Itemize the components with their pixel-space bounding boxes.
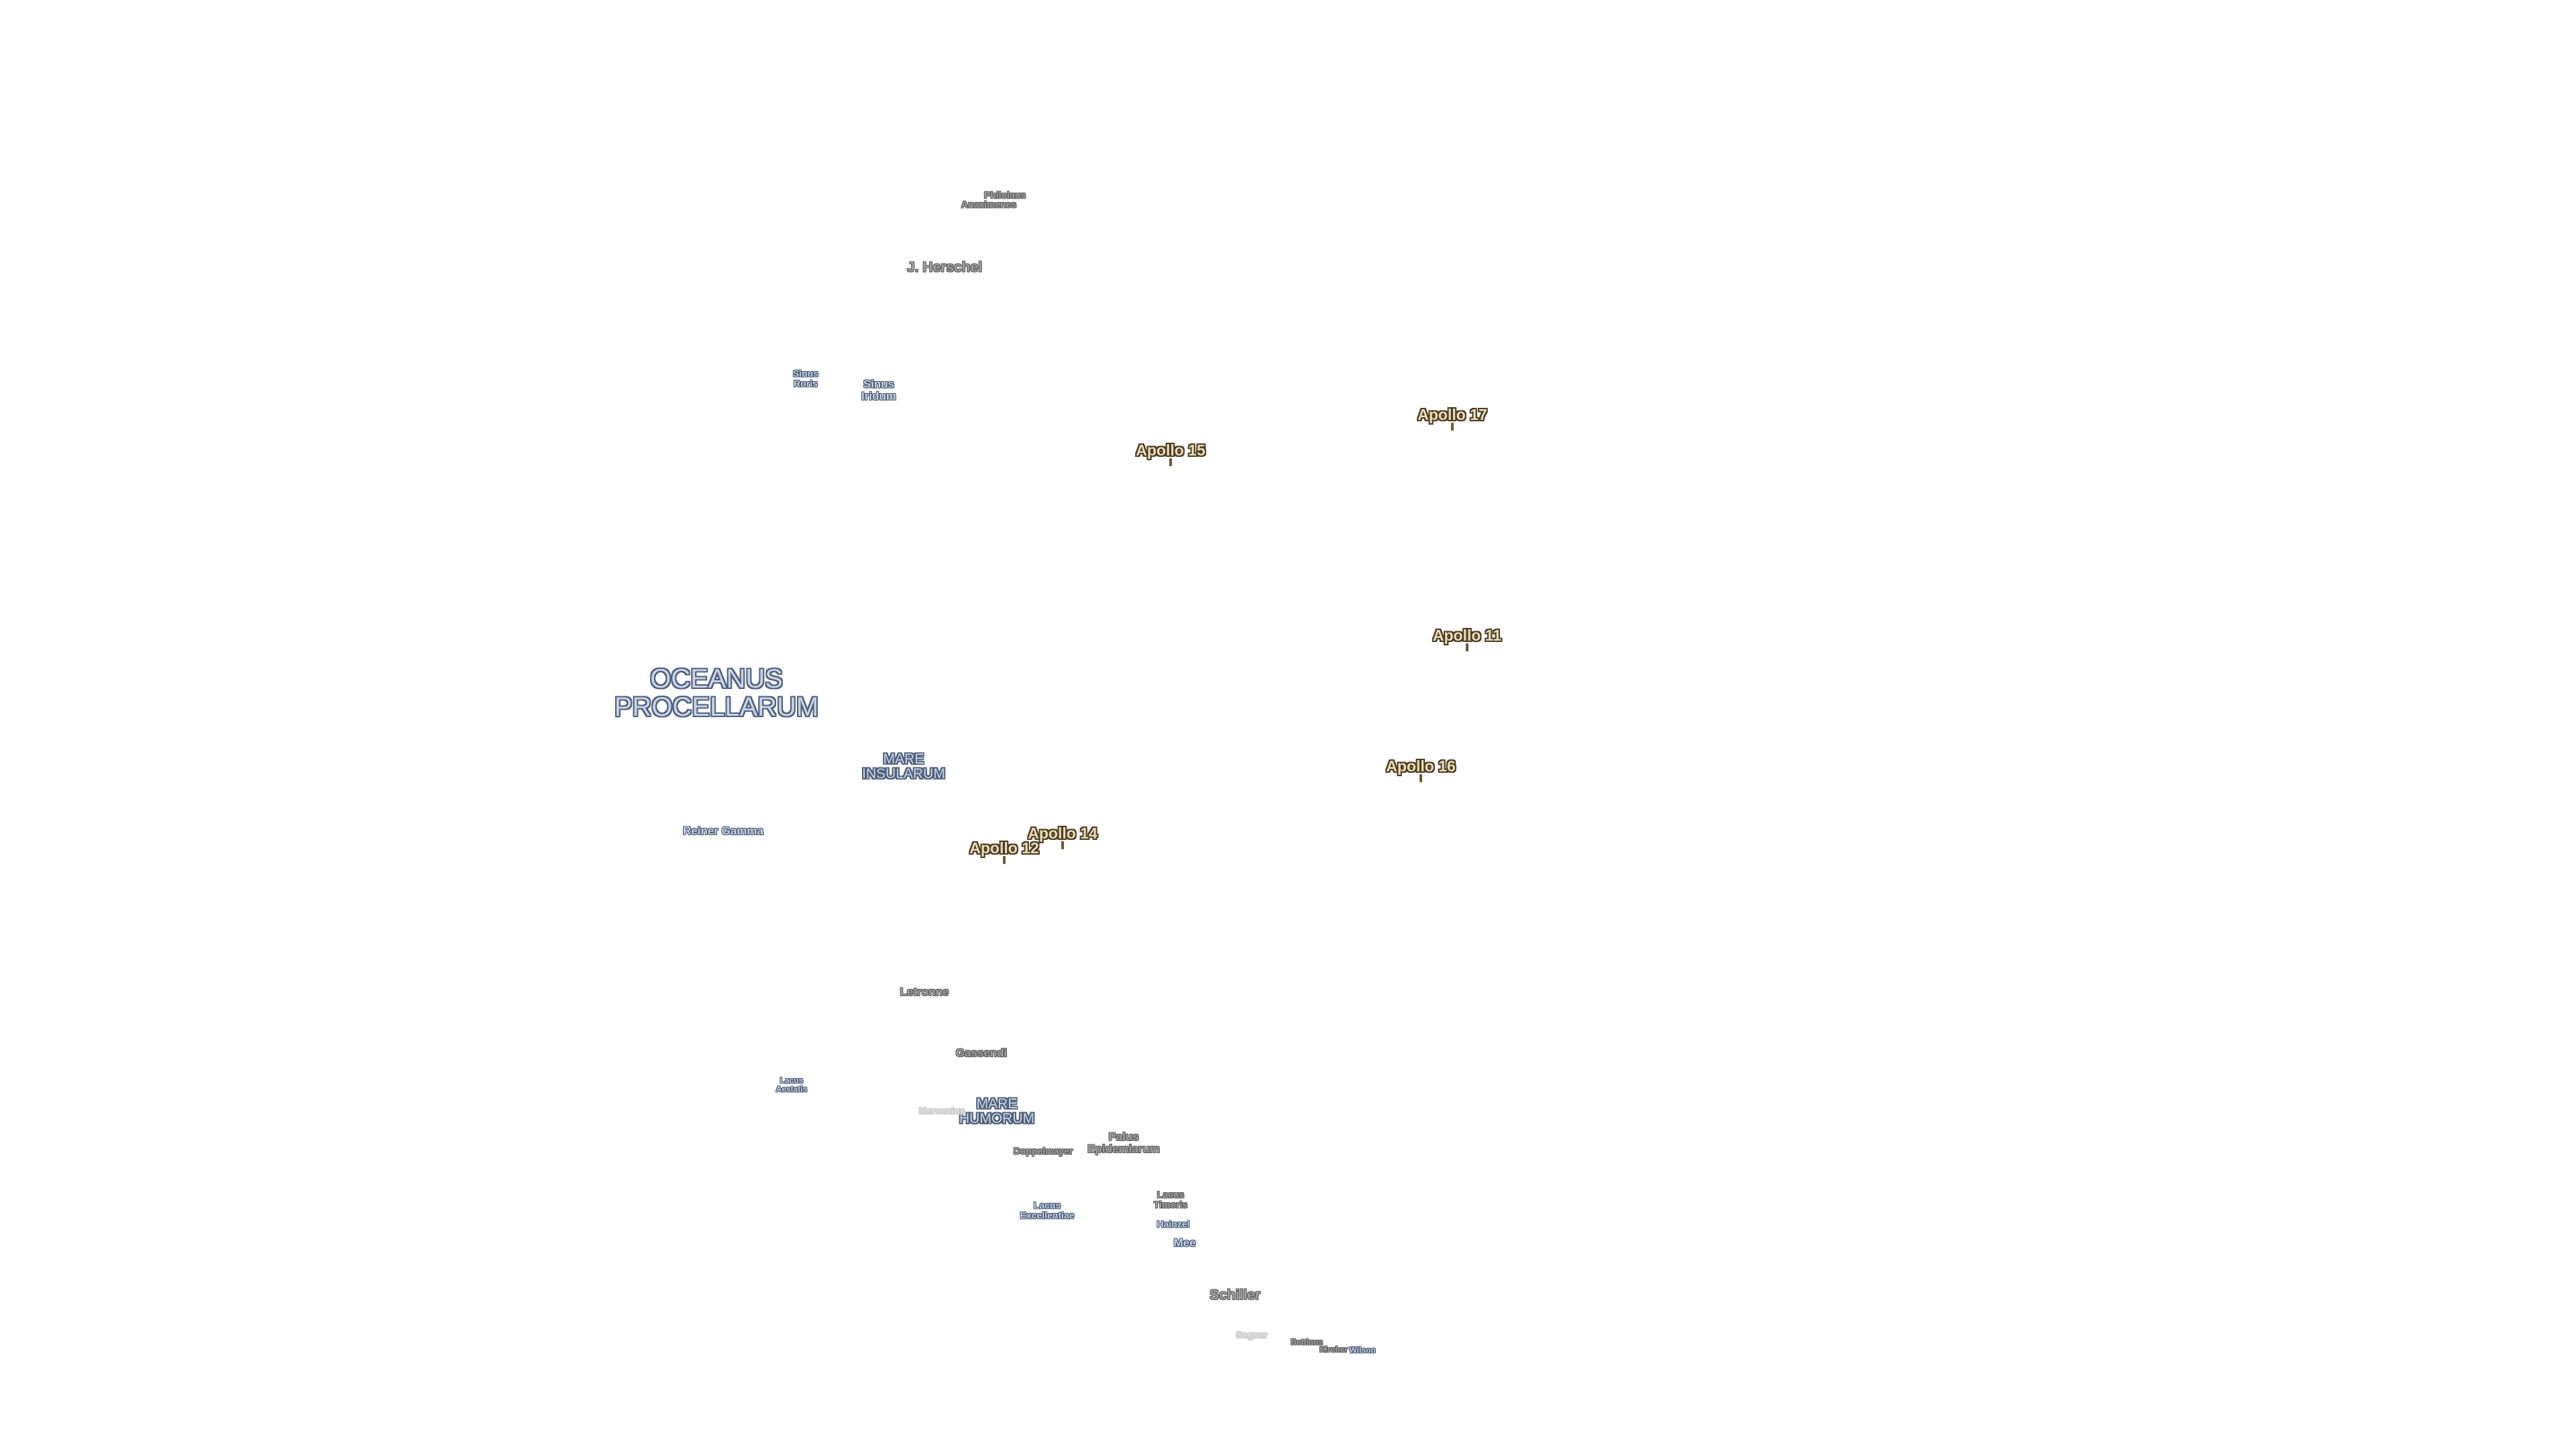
philolaus-label[interactable]: Philolaus <box>983 189 1026 201</box>
lacus-timoris-label[interactable]: Lacus Timoris <box>1153 1189 1188 1210</box>
letronne-label[interactable]: Letronne <box>900 985 949 999</box>
wilson-label[interactable]: Wilson <box>1349 1345 1376 1355</box>
apollo-11-label[interactable]: Apollo 11 <box>1432 626 1502 644</box>
schiller-label[interactable]: Schiller <box>1210 1287 1260 1303</box>
mersenius-label[interactable]: Mersenius <box>918 1105 965 1116</box>
mare-humorum-label[interactable]: MARE HUMORUM <box>959 1095 1034 1126</box>
apollo-14-marker[interactable] <box>1061 841 1064 849</box>
hainzel-label[interactable]: Hainzel <box>1157 1218 1190 1230</box>
anaximenes-label[interactable]: Anaximenes <box>961 199 1017 210</box>
mare-insularum-label[interactable]: MARE INSULARUM <box>862 751 945 782</box>
apollo-12-marker[interactable] <box>1003 856 1006 864</box>
apollo-15-label[interactable]: Apollo 15 <box>1136 441 1205 459</box>
apollo-15-marker[interactable] <box>1169 458 1172 466</box>
oceanus-procellarum-label[interactable]: OCEANUS PROCELLARUM <box>614 664 819 722</box>
doppelmayer-label[interactable]: Doppelmayer <box>1013 1145 1073 1157</box>
apollo-17-marker[interactable] <box>1451 423 1454 431</box>
apollo-11-marker[interactable] <box>1466 643 1468 651</box>
apollo-16-label[interactable]: Apollo 16 <box>1386 757 1456 775</box>
palus-epidemiarum-label[interactable]: Palus Epidemiarum <box>1087 1130 1160 1155</box>
sinus-roris-label[interactable]: Sinus Roris <box>792 368 819 388</box>
lacus-excellentiae-label[interactable]: Lacus Excellentiae <box>1020 1199 1075 1220</box>
kircher-label[interactable]: Kircher <box>1319 1344 1348 1354</box>
j-herschel-label[interactable]: J. Herschel <box>906 259 983 275</box>
reiner-gamma-label[interactable]: Reiner Gamma <box>683 824 763 838</box>
apollo-17-label[interactable]: Apollo 17 <box>1417 405 1487 423</box>
apollo-14-label[interactable]: Apollo 14 <box>1028 824 1097 842</box>
apollo-16-marker[interactable] <box>1419 774 1422 782</box>
bettinus-label[interactable]: Bettinus <box>1291 1337 1323 1347</box>
lacus-aestatis-label[interactable]: Lacus Aestatis <box>775 1075 808 1093</box>
mee-label[interactable]: Mee <box>1173 1236 1196 1250</box>
segner-label[interactable]: Segner <box>1236 1329 1268 1340</box>
sinus-iridum-label[interactable]: Sinus Iridum <box>861 378 896 402</box>
gassendi-label[interactable]: Gassendi <box>955 1046 1008 1060</box>
apollo-12-label[interactable]: Apollo 12 <box>969 839 1039 857</box>
